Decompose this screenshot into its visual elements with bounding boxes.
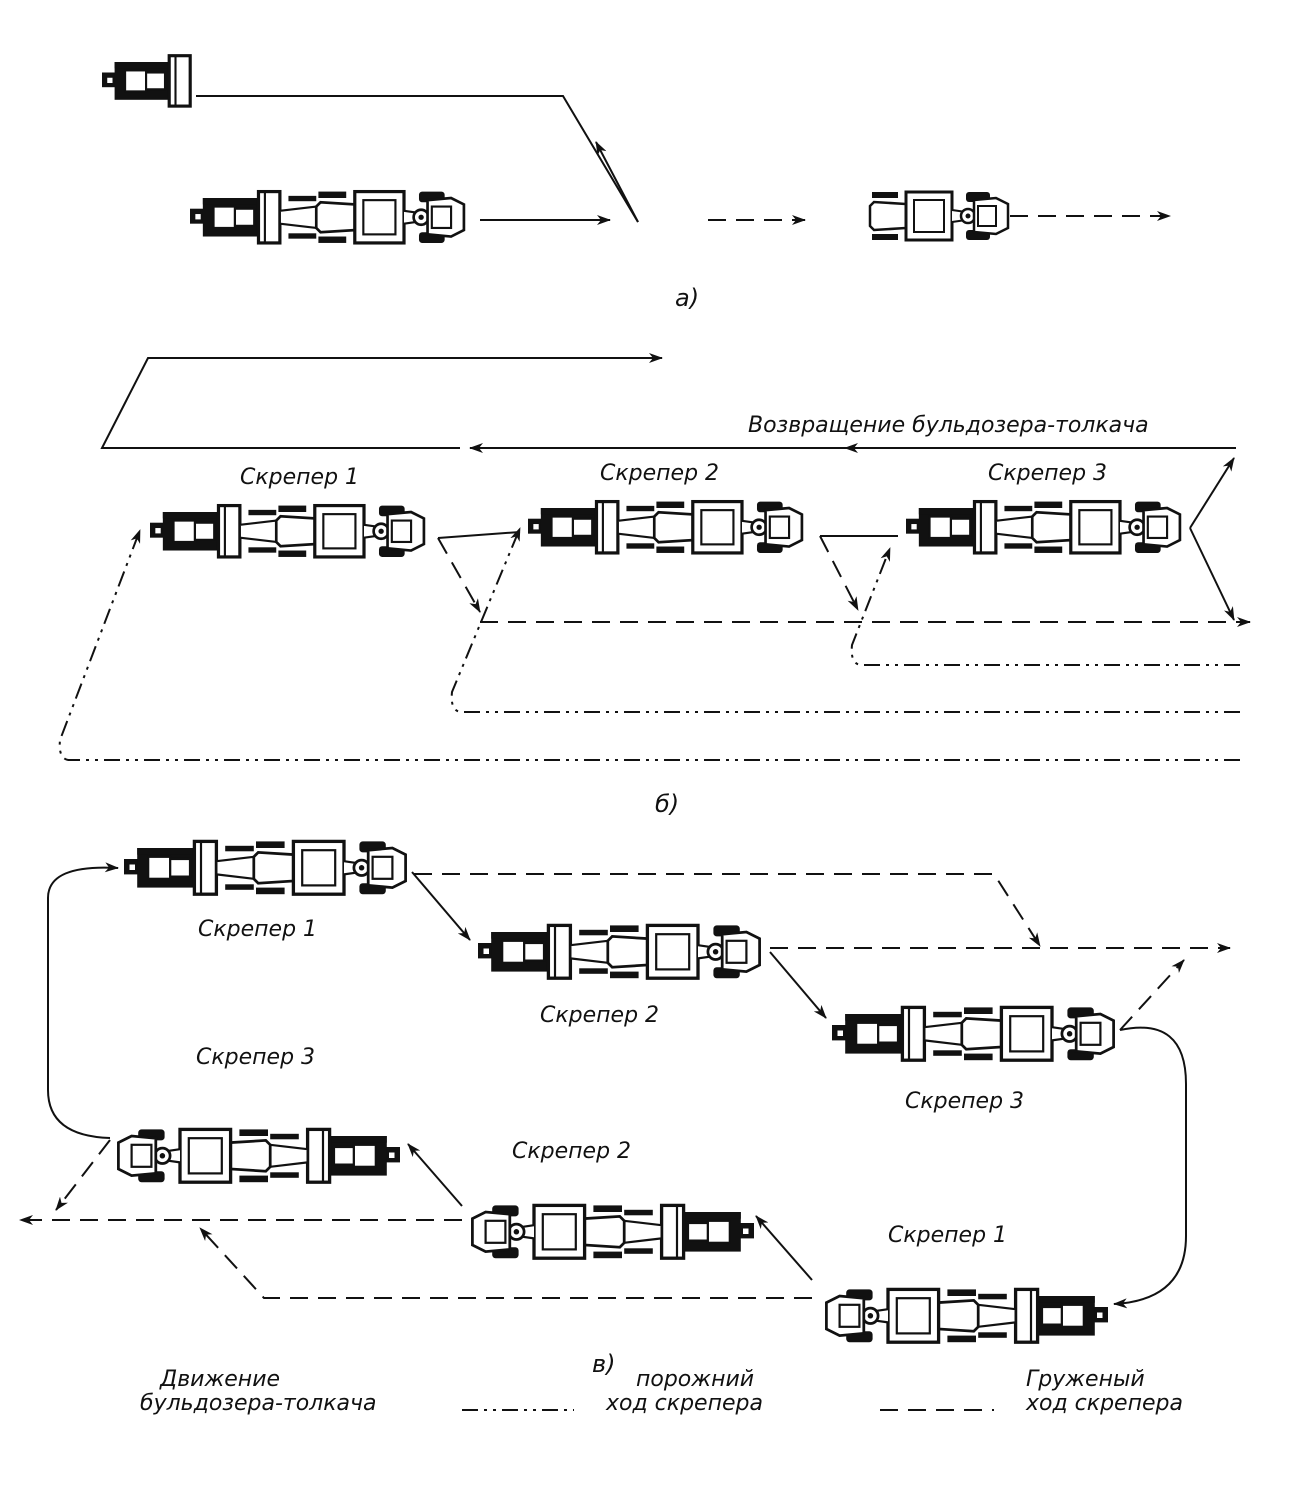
scraper-label-b-2: Скрепер 2: [600, 461, 719, 486]
caption-c: в): [592, 1350, 616, 1378]
train-c-lower-1: [826, 1289, 1108, 1342]
pusher-path-a-arrow: [595, 141, 639, 223]
loaded-c-left-1: [199, 1227, 812, 1299]
train-c-upper-2: [478, 925, 760, 978]
pushing-train: [190, 192, 464, 243]
loaded-c-left-3: [55, 1139, 111, 1211]
scraper-label-c-upper-2: Скрепер 2: [540, 1003, 659, 1028]
pusher-fork-b-2: [1189, 527, 1235, 621]
pusher-move-c-6: [47, 862, 119, 1139]
scraper-departing: [868, 190, 1010, 242]
caption-b: б): [655, 790, 679, 818]
legend-loaded-line2: ход скрепера: [1025, 1391, 1183, 1416]
scraper-label-b-3: Скрепер 3: [988, 461, 1107, 486]
legend-pusher-line1: Движение: [159, 1367, 280, 1392]
pusher-move-c-4: [755, 1215, 813, 1281]
scraper-label-c-lower-2: Скрепер 2: [512, 1139, 631, 1164]
pusher-dozer-returning: [100, 54, 192, 108]
train-c-upper-1: [124, 841, 406, 894]
train-c-lower-2: [472, 1205, 754, 1258]
legend: Движение бульдозера-толкача порожний ход…: [140, 1367, 1183, 1416]
scraper-label-c-upper-1: Скрепер 1: [198, 917, 317, 942]
pusher-move-b-1: [437, 531, 521, 539]
panel-a: а): [100, 54, 1171, 312]
pusher-path-a: [196, 95, 639, 223]
pusher-move-c-3: [1113, 1026, 1187, 1309]
loaded-b-2: [819, 535, 859, 611]
scraper-label-c-lower-1: Скрепер 1: [888, 1223, 1007, 1248]
empty-return-b-2: [450, 527, 1240, 713]
legend-loaded-line1: Груженый: [1026, 1367, 1145, 1392]
empty-return-b-1: [58, 529, 1240, 761]
legend-pusher-line2: бульдозера-толкача: [140, 1391, 377, 1416]
loaded-b-1: [437, 537, 481, 613]
panel-c: Скрепер 1 Скрепер 2 Скрепер 3 Скрепер 3 …: [19, 841, 1231, 1378]
pusher-move-c-2: [769, 951, 827, 1019]
pusher-fork-b: [1189, 457, 1235, 529]
train-c-lower-3: [118, 1129, 400, 1182]
loaded-c-right-3: [1119, 959, 1185, 1031]
legend-empty-line2: ход скрепера: [605, 1391, 763, 1416]
pusher-return-top: [100, 353, 663, 449]
pusher-move-c-1: [411, 871, 471, 941]
train-c-upper-3: [832, 1007, 1114, 1060]
scraper-label-b-1: Скрепер 1: [240, 465, 359, 490]
scraper-label-c-lower-3: Скрепер 3: [196, 1045, 315, 1070]
caption-a: а): [675, 284, 699, 312]
pusher-move-c-5: [407, 1143, 463, 1207]
scraper-label-c-upper-3: Скрепер 3: [905, 1089, 1024, 1114]
train-b-3: [906, 502, 1180, 553]
legend-empty-line1: порожний: [636, 1367, 754, 1392]
panel-b: Возвращение бульдозера-толкача Скрепер 1…: [58, 353, 1251, 818]
empty-return-b-3: [850, 547, 1240, 666]
train-b-1: [150, 506, 424, 557]
train-b-2: [528, 502, 802, 553]
return-label: Возвращение бульдозера-толкача: [748, 413, 1149, 438]
